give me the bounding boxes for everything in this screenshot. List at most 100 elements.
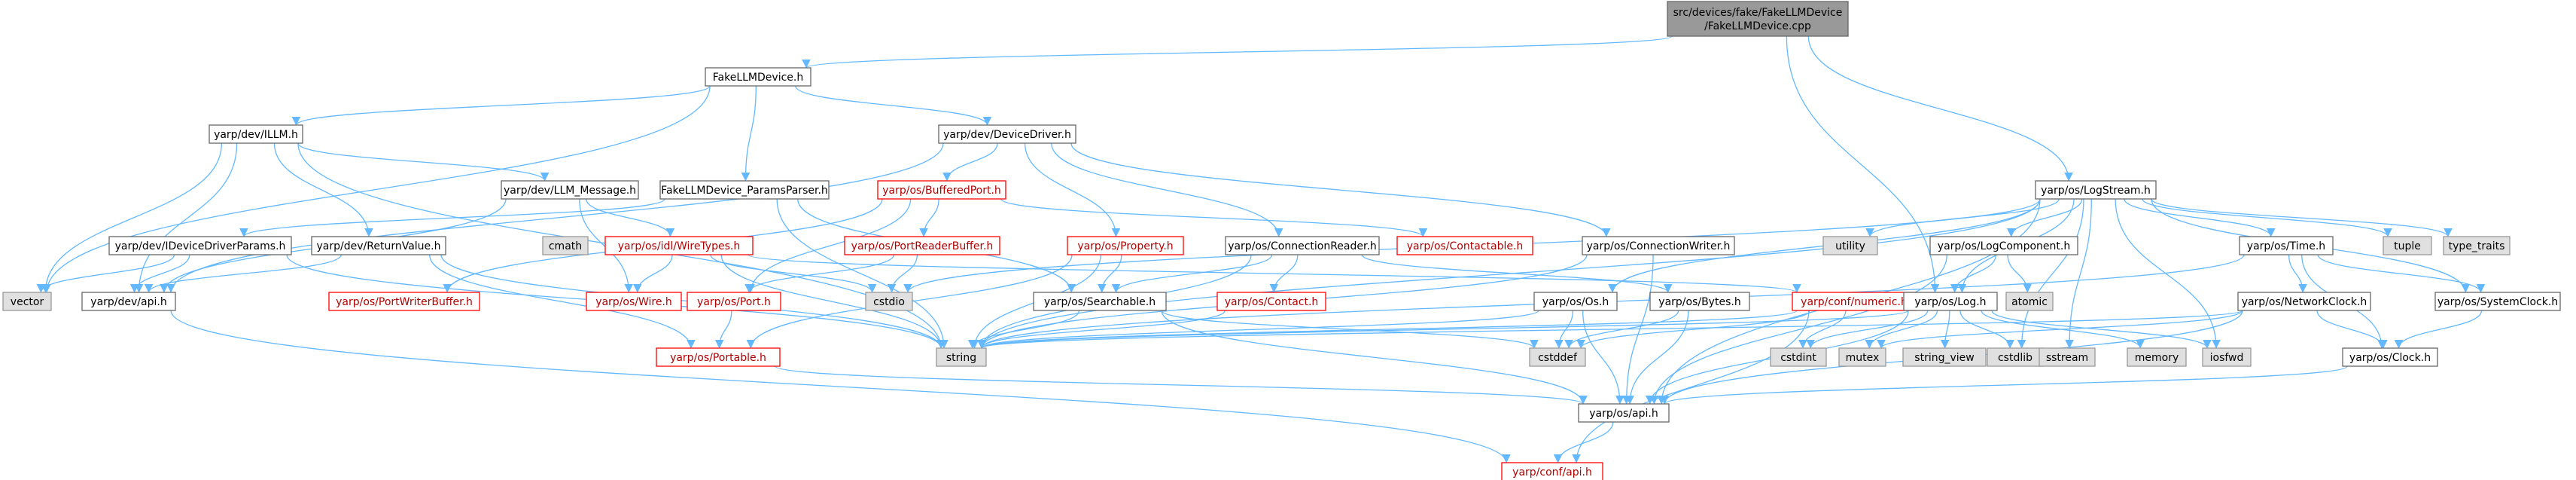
node-fakeh[interactable]: FakeLLMDevice.h <box>705 67 811 87</box>
edge-line <box>1269 254 1299 293</box>
node-label: cstddef <box>1538 352 1578 364</box>
node-label: yarp/dev/ReturnValue.h <box>317 240 441 252</box>
node-label: mutex <box>1846 352 1880 364</box>
include-edge-sysclock-to-clock <box>2394 310 2483 349</box>
include-edge-retval-to-devapi <box>144 254 342 293</box>
edge-line <box>273 142 373 237</box>
node-bytes[interactable]: yarp/os/Bytes.h <box>1649 292 1750 311</box>
node-mutex: mutex <box>1838 347 1886 367</box>
include-edge-numeric-to-string <box>977 310 1798 349</box>
node-devdriver[interactable]: yarp/dev/DeviceDriver.h <box>938 124 1076 144</box>
node-label: yarp/os/Property.h <box>1077 240 1173 252</box>
include-edge-llmmsg-to-wire <box>579 198 634 293</box>
node-idlwire[interactable]: yarp/os/idl/WireTypes.h <box>604 236 754 255</box>
edge-line <box>1554 310 1574 349</box>
include-edge-contact-to-string <box>977 310 1226 349</box>
node-numeric[interactable]: yarp/conf/numeric.h <box>1792 292 1917 311</box>
edge-line <box>977 310 1798 349</box>
include-edge-portreader-to-port <box>744 254 895 293</box>
include-edge-logstream-to-tuple <box>2142 198 2392 237</box>
edge-line <box>1806 310 1929 349</box>
node-connwriter[interactable]: yarp/os/ConnectionWriter.h <box>1582 236 1735 255</box>
node-logcomp[interactable]: yarp/os/LogComponent.h <box>1929 236 2078 255</box>
node-port[interactable]: yarp/os/Port.h <box>687 292 781 311</box>
node-root[interactable]: src/devices/fake/FakeLLMDevice/FakeLLMDe… <box>1667 1 1849 37</box>
edge-line <box>1024 142 1121 237</box>
include-edge-fakeh-to-paramsparser <box>741 85 757 182</box>
edge-line <box>776 198 948 349</box>
node-connreader[interactable]: yarp/os/ConnectionReader.h <box>1225 236 1380 255</box>
node-label: string <box>946 352 976 364</box>
include-edge-log-to-stringview <box>1940 310 1950 349</box>
node-string: string <box>936 347 987 367</box>
edge-line <box>166 142 944 293</box>
edge-line <box>1660 365 2348 405</box>
node-logstream[interactable]: yarp/os/LogStream.h <box>2035 180 2157 200</box>
node-sysclock[interactable]: yarp/os/SystemClock.h <box>2434 292 2561 311</box>
node-osos[interactable]: yarp/os/Os.h <box>1533 292 1618 311</box>
node-osapi[interactable]: yarp/os/api.h <box>1578 403 1670 423</box>
node-property[interactable]: yarp/os/Property.h <box>1067 236 1184 255</box>
node-idevparams[interactable]: yarp/dev/IDeviceDriverParams.h <box>108 236 292 255</box>
node-box <box>1225 236 1380 255</box>
include-edge-portable-to-osapi <box>775 365 1588 405</box>
node-clock[interactable]: yarp/os/Clock.h <box>2342 347 2438 367</box>
node-box <box>2239 236 2334 255</box>
include-edge-fakeh-to-devdriver <box>795 85 992 126</box>
node-contactable[interactable]: yarp/os/Contactable.h <box>1396 236 1533 255</box>
edge-line <box>977 310 1539 349</box>
include-edge-osos-to-osapi <box>1582 310 1624 405</box>
edge-line <box>1786 35 1940 293</box>
node-box <box>705 67 811 87</box>
edge-line <box>1798 310 1847 349</box>
node-cstdlib: cstdlib <box>1987 347 2044 367</box>
node-retval[interactable]: yarp/dev/ReturnValue.h <box>311 236 446 255</box>
node-box <box>501 180 639 200</box>
node-paramsparser[interactable]: FakeLLMDevice_ParamsParser.h <box>659 180 830 200</box>
node-label: yarp/dev/IDeviceDriverParams.h <box>115 240 286 252</box>
edge-line <box>1576 310 1810 349</box>
node-illm[interactable]: yarp/dev/ILLM.h <box>209 124 303 144</box>
node-confapi[interactable]: yarp/conf/api.h <box>1501 462 1603 480</box>
node-label: cstdio <box>873 296 905 308</box>
node-searchable[interactable]: yarp/os/Searchable.h <box>1033 292 1167 311</box>
include-edge-idevparams-to-devapi <box>129 254 190 293</box>
edge-line <box>1161 310 1588 405</box>
node-label: yarp/os/NetworkClock.h <box>2242 296 2367 308</box>
node-portreader[interactable]: yarp/os/PortReaderBuffer.h <box>844 236 1000 255</box>
node-label: yarp/dev/api.h <box>90 296 166 308</box>
node-label: utility <box>1835 240 1865 252</box>
node-tuple: tuple <box>2383 236 2432 255</box>
node-label: yarp/os/ConnectionReader.h <box>1228 240 1377 252</box>
edge-line <box>748 254 1801 293</box>
edge-line <box>1111 254 1273 293</box>
include-edge-illm-to-devapi <box>134 142 238 293</box>
node-wire[interactable]: yarp/os/Wire.h <box>586 292 682 311</box>
node-devapi[interactable]: yarp/dev/api.h <box>81 292 176 311</box>
edge-line <box>2394 310 2483 349</box>
node-label: vector <box>11 296 44 308</box>
edge-line <box>977 198 2041 349</box>
node-box <box>2237 292 2371 311</box>
node-box <box>1582 236 1735 255</box>
edge-line <box>291 85 711 126</box>
node-contact[interactable]: yarp/os/Contact.h <box>1216 292 1326 311</box>
edge-line <box>2065 198 2092 349</box>
node-label: iosfwd <box>2210 352 2244 364</box>
include-edge-log-to-string <box>977 310 1909 349</box>
include-edge-property-to-searchable <box>1097 254 1122 293</box>
node-vector: vector <box>2 292 52 311</box>
node-bufport[interactable]: yarp/os/BufferedPort.h <box>877 180 1006 200</box>
node-log[interactable]: yarp/os/Log.h <box>1903 292 1998 311</box>
node-netclock[interactable]: yarp/os/NetworkClock.h <box>2237 292 2371 311</box>
node-box <box>1216 292 1326 311</box>
node-time[interactable]: yarp/os/Time.h <box>2239 236 2334 255</box>
node-portwriter[interactable]: yarp/os/PortWriterBuffer.h <box>328 292 480 311</box>
node-box <box>1770 347 1827 367</box>
node-portable[interactable]: yarp/os/Portable.h <box>656 347 781 367</box>
edge-line <box>977 310 1909 349</box>
node-box <box>604 236 754 255</box>
include-edge-logcomp-to-osapi <box>1649 254 1947 405</box>
node-llmmsg[interactable]: yarp/dev/LLM_Message.h <box>501 180 639 200</box>
include-edge-root-to-fakeh <box>802 35 1673 69</box>
